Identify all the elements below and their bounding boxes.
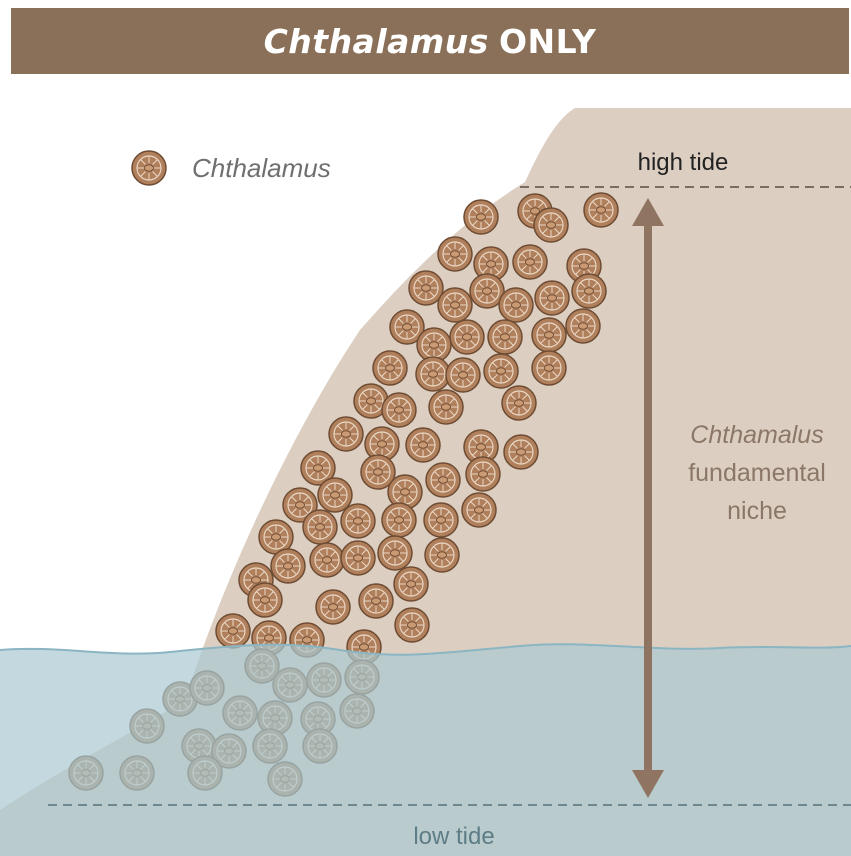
barnacle bbox=[532, 351, 566, 385]
low-tide-label: low tide bbox=[413, 823, 494, 850]
barnacle bbox=[566, 309, 600, 343]
barnacle bbox=[499, 288, 533, 322]
barnacle bbox=[271, 549, 305, 583]
barnacle bbox=[438, 237, 472, 271]
barnacle bbox=[395, 608, 429, 642]
barnacle bbox=[438, 288, 472, 322]
barnacle bbox=[484, 354, 518, 388]
barnacle bbox=[394, 567, 428, 601]
barnacle bbox=[424, 503, 458, 537]
barnacle bbox=[406, 428, 440, 462]
barnacle bbox=[378, 536, 412, 570]
barnacle bbox=[535, 281, 569, 315]
niche-label-species: Chthamalus bbox=[690, 421, 823, 449]
barnacle bbox=[450, 320, 484, 354]
barnacle bbox=[513, 245, 547, 279]
barnacle bbox=[584, 193, 618, 227]
barnacle bbox=[462, 493, 496, 527]
barnacle bbox=[534, 208, 568, 242]
barnacle bbox=[318, 478, 352, 512]
legend-barnacle-icon bbox=[132, 151, 166, 185]
barnacle bbox=[502, 386, 536, 420]
barnacle bbox=[416, 357, 450, 391]
barnacle bbox=[216, 614, 250, 648]
barnacle bbox=[248, 583, 282, 617]
barnacle bbox=[504, 435, 538, 469]
barnacle bbox=[303, 510, 337, 544]
barnacle bbox=[488, 320, 522, 354]
barnacle bbox=[373, 351, 407, 385]
barnacle bbox=[426, 463, 460, 497]
barnacle bbox=[446, 358, 480, 392]
barnacle bbox=[572, 274, 606, 308]
niche-label-niche: niche bbox=[727, 497, 787, 525]
barnacle bbox=[310, 543, 344, 577]
barnacle bbox=[382, 393, 416, 427]
barnacle bbox=[429, 390, 463, 424]
barnacle bbox=[425, 538, 459, 572]
barnacle bbox=[341, 504, 375, 538]
niche-label-fundamental: fundamental bbox=[688, 459, 826, 487]
barnacle bbox=[316, 590, 350, 624]
barnacle bbox=[532, 318, 566, 352]
barnacle bbox=[409, 271, 443, 305]
barnacle bbox=[382, 503, 416, 537]
high-tide-label: high tide bbox=[638, 149, 729, 176]
barnacle bbox=[466, 457, 500, 491]
legend-label: Chthalamus bbox=[192, 153, 331, 183]
barnacle bbox=[341, 541, 375, 575]
barnacle bbox=[464, 200, 498, 234]
barnacle bbox=[329, 417, 363, 451]
barnacle bbox=[359, 584, 393, 618]
